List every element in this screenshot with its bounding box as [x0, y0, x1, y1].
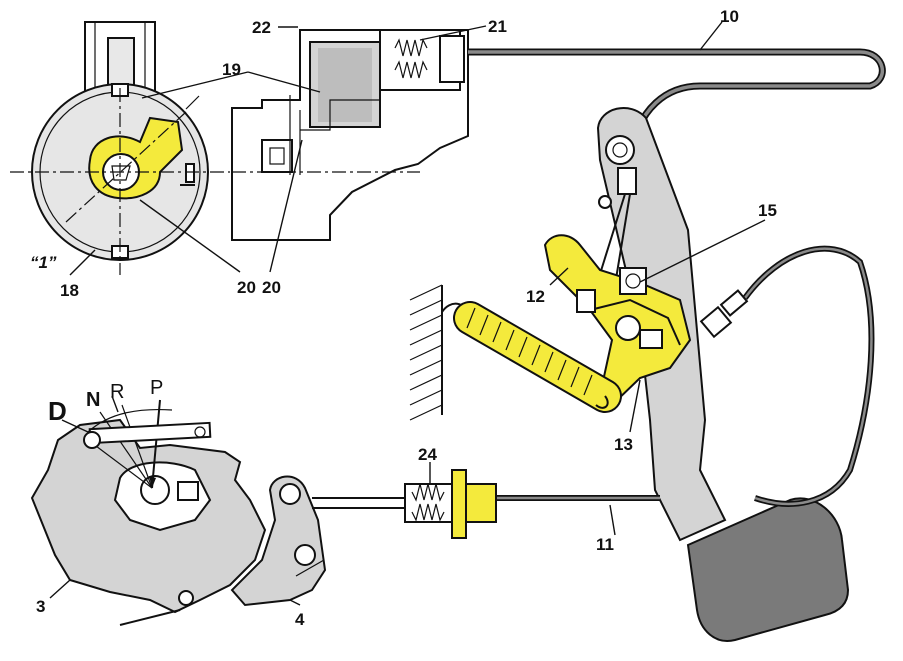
gear-label-n: N [86, 389, 100, 411]
label-4: 4 [295, 610, 305, 629]
label-3: 3 [36, 597, 45, 616]
solenoid-section [231, 29, 469, 241]
label-22: 22 [252, 18, 271, 37]
solenoid-spring [394, 38, 428, 57]
brake-pedal-assembly [495, 107, 875, 642]
cable-10 [468, 48, 886, 149]
cam-detail [10, 21, 230, 275]
yellow-return-spring [453, 301, 622, 413]
cable10-fitting [617, 167, 637, 195]
label-21: 21 [488, 17, 507, 36]
label-20-right: 20 [262, 278, 281, 297]
label-20-left: 20 [237, 278, 256, 297]
label-19: 19 [222, 60, 241, 79]
wall-and-spring [409, 284, 622, 421]
interlock-actuator [230, 469, 497, 607]
label-15: 15 [758, 201, 777, 220]
gear-label-r: R [110, 381, 124, 403]
label-13: 13 [614, 435, 633, 454]
gear-label-d: D [48, 396, 67, 426]
label-12: 12 [526, 287, 545, 306]
leader-lines [49, 21, 766, 606]
label-18: 18 [60, 281, 79, 300]
label-11: 11 [596, 535, 614, 554]
yellow-actuator-flange [451, 469, 467, 539]
part-labels: 10 11 12 13 15 18 19 20 20 21 22 24 3 4 … [30, 7, 777, 629]
yellow-actuator-body [465, 483, 497, 523]
label-24: 24 [418, 445, 437, 464]
gear-position-labels: D N R P [48, 377, 163, 426]
label-position-1: “1” [30, 253, 57, 272]
pedal-pad [686, 497, 850, 642]
shifter-assembly [30, 399, 267, 626]
label-10: 10 [720, 7, 739, 26]
gear-label-p: P [150, 377, 163, 399]
gear-arc [87, 408, 173, 433]
